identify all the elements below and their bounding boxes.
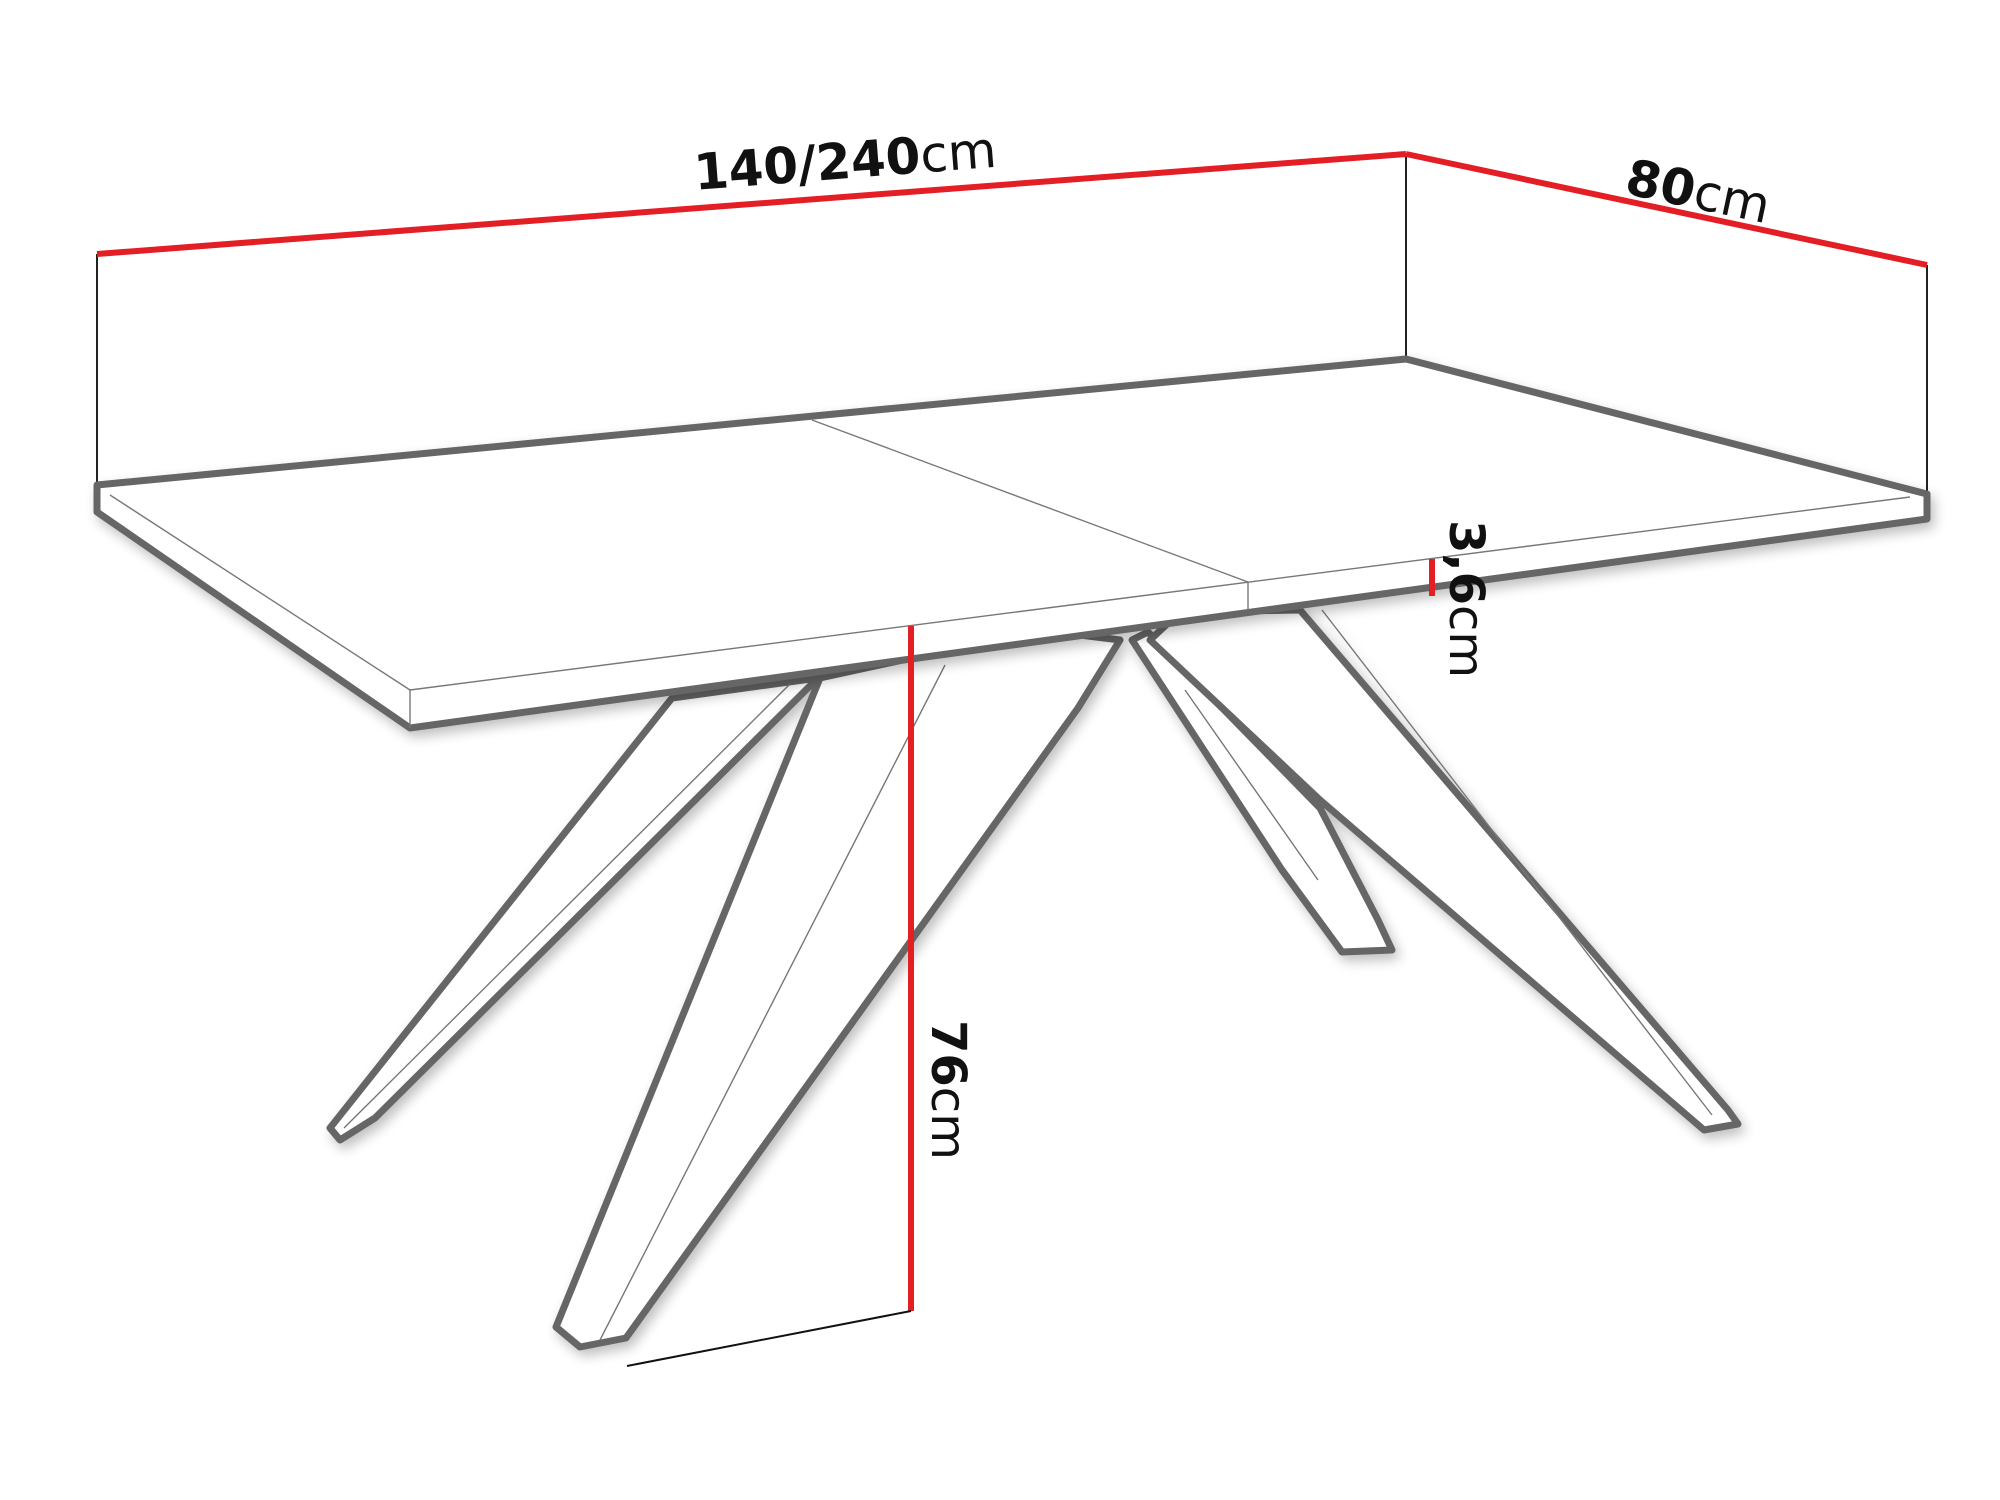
- height-extension-line: [626, 1310, 912, 1367]
- thickness-value: 3,6: [1438, 520, 1494, 606]
- length-dimension-line: [96, 151, 1407, 257]
- height-unit: cm: [920, 1086, 976, 1160]
- leg-left: [326, 674, 822, 1144]
- dimension-lines: [96, 151, 1928, 1367]
- tabletop-surface: [93, 355, 1931, 732]
- table-legs: [326, 606, 1742, 1351]
- height-value: 76: [920, 1020, 976, 1087]
- tabletop: [93, 355, 1931, 732]
- length-unit: cm: [918, 120, 999, 185]
- leg-far-right: [1146, 606, 1742, 1134]
- thickness-label: 3,6cm: [1438, 520, 1494, 678]
- depth-dimension-line: [1405, 151, 1928, 268]
- thickness-unit: cm: [1438, 605, 1494, 679]
- height-label: 76cm: [920, 1020, 976, 1160]
- leg-back-right: [1128, 628, 1396, 956]
